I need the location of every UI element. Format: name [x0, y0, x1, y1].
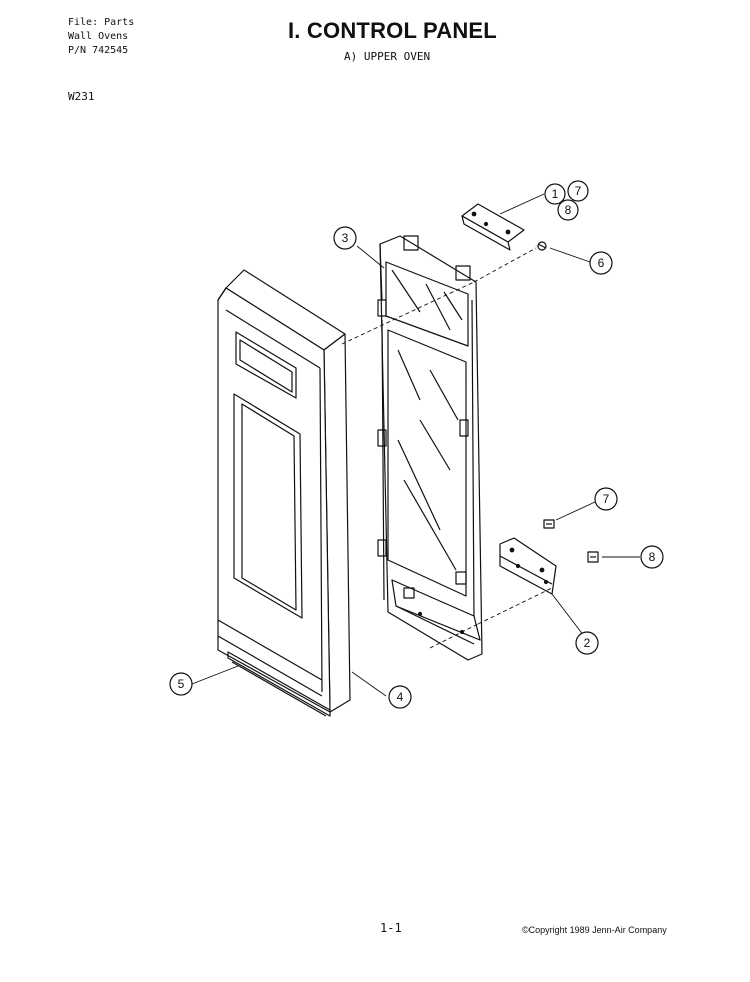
file-info: File: Parts Wall Ovens P/N 742545	[68, 16, 134, 58]
callout-label-7-lower: 7	[603, 492, 610, 506]
callout-circle-8-upper	[557, 199, 579, 221]
leader-lines	[191, 193, 640, 697]
callout-label-3: 3	[342, 231, 349, 245]
model-number: W231	[68, 90, 95, 103]
page-number: 1-1	[380, 921, 402, 935]
glass-assembly-part-3	[377, 235, 483, 661]
copyright-notice: ©Copyright 1989 Jenn-Air Company	[522, 925, 667, 935]
callout-label-2: 2	[584, 636, 591, 650]
callout-circle-5	[169, 672, 193, 696]
callout-label-8-upper: 8	[565, 203, 572, 217]
callout-circle-3	[333, 226, 357, 250]
page-title: I. CONTROL PANEL	[288, 18, 497, 43]
callout-label-5: 5	[178, 677, 185, 691]
callout-circle-7-upper	[567, 180, 589, 202]
callout-circle-2	[575, 631, 599, 655]
screw-part-6	[537, 241, 547, 251]
callout-circle-1	[544, 183, 566, 205]
callout-label-7-upper: 7	[575, 184, 582, 198]
front-panel-part-4	[217, 269, 351, 717]
screw-part-8	[587, 551, 599, 563]
callout-label-8-lower: 8	[649, 550, 656, 564]
upper-bracket-part-1	[461, 203, 525, 251]
file-line: File: Parts	[68, 17, 135, 28]
alignment-lines	[341, 247, 553, 649]
screw-part-7	[543, 519, 555, 529]
part-number-line: P/N 742545	[68, 45, 129, 56]
callout-circle-7-lower	[594, 487, 618, 511]
page-subtitle: A) UPPER OVEN	[344, 50, 431, 63]
lower-bracket-part-2	[499, 537, 557, 595]
callout-circle-8-lower	[640, 545, 664, 569]
callout-circle-4	[388, 685, 412, 709]
callout-label-6: 6	[598, 256, 605, 270]
callout-label-1: 1	[552, 187, 559, 201]
callout-label-4: 4	[397, 690, 404, 704]
category-line: Wall Ovens	[68, 31, 129, 42]
callout-circle-6	[589, 251, 613, 275]
